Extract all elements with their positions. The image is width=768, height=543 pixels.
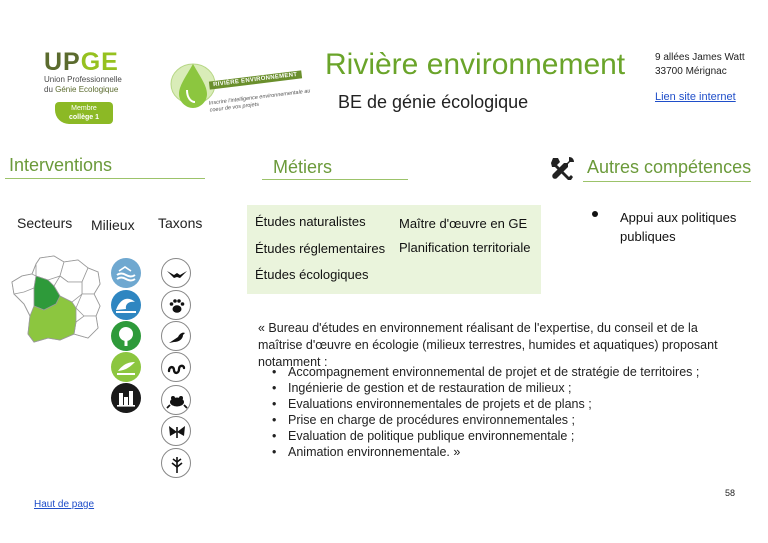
bullet (592, 211, 598, 217)
list-item: Evaluations environnementales de projets… (272, 396, 742, 412)
coastal-wetland-icon (111, 258, 141, 288)
upge-logo: UPGE Union Professionnelle du Génie Ecol… (44, 50, 134, 95)
metier-item: Études réglementaires (255, 241, 386, 256)
website-link[interactable]: Lien site internet (655, 91, 736, 103)
list-item: Evaluation de politique publique environ… (272, 428, 742, 444)
metiers-list: Études naturalistes Études réglementaire… (247, 205, 541, 294)
page-subtitle: BE de génie écologique (338, 92, 529, 112)
description-list: Accompagnement environnemental de projet… (272, 364, 742, 460)
plant-icon (161, 448, 191, 478)
list-item: Animation environnementale. » (272, 444, 742, 460)
metier-item: Études naturalistes (255, 214, 366, 229)
list-item: Prise en charge de procédures environnem… (272, 412, 742, 428)
agricultural-land-icon (111, 352, 141, 382)
company-logo: RIVIÈRE ENVIRONNEMENT Inscrire l'intelli… (165, 54, 315, 114)
metier-item: Études écologiques (255, 267, 369, 282)
upge-line2: du Génie Ecologique (44, 85, 119, 94)
column-secteurs: Secteurs (17, 215, 73, 231)
column-milieux: Milieux (91, 217, 135, 233)
divider (5, 178, 205, 179)
page-number: 58 (725, 488, 736, 498)
divider (262, 179, 408, 180)
address: 9 allées James Watt 33700 Mérignac (655, 51, 745, 79)
frog-icon (161, 385, 191, 415)
ocean-wave-icon (111, 290, 141, 320)
membre-badge: Membre collège 1 (55, 102, 113, 124)
tools-icon (551, 157, 574, 180)
metier-item: Maître d'œuvre en GE (399, 216, 528, 231)
forest-tree-icon (111, 321, 141, 351)
address-line2: 33700 Mérignac (655, 66, 727, 77)
divider (583, 181, 751, 182)
metier-item: Planification territoriale (399, 240, 531, 255)
snake-icon (161, 352, 191, 382)
column-taxons: Taxons (158, 215, 203, 231)
small-bird-icon (161, 321, 191, 351)
urban-industrial-icon (111, 383, 141, 413)
section-autres-competences: Autres compétences (587, 157, 752, 177)
back-to-top-link[interactable]: Haut de page (34, 499, 95, 510)
paw-print-icon (161, 290, 191, 320)
address-line1: 9 allées James Watt (655, 52, 745, 63)
bird-icon (161, 258, 191, 288)
list-item: Accompagnement environnemental de projet… (272, 364, 742, 380)
butterfly-icon (161, 416, 191, 446)
section-interventions: Interventions (9, 155, 113, 175)
section-metiers: Métiers (273, 157, 333, 177)
page-title: Rivière environnement (325, 48, 626, 81)
upge-line1: Union Professionnelle (44, 75, 122, 84)
france-regions-map (11, 255, 101, 343)
upge-wordmark: UPGE (44, 48, 119, 76)
autres-competence-item: Appui aux politiques publiques (620, 210, 737, 244)
list-item: Ingénierie de gestion et de restauration… (272, 380, 742, 396)
